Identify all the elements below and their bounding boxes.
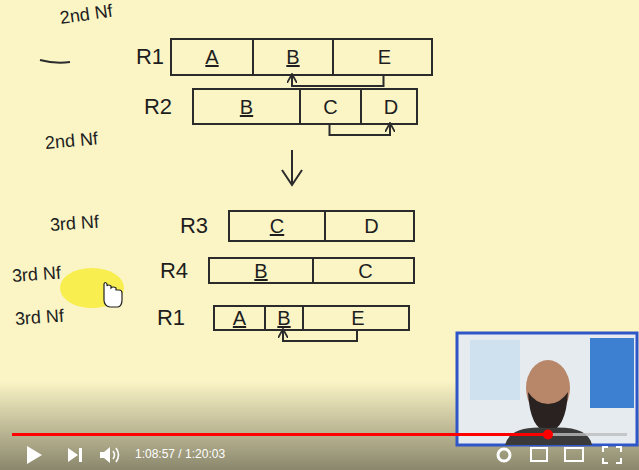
attribute-name: C bbox=[323, 97, 337, 117]
attribute-name: B bbox=[240, 97, 253, 117]
highlight-spot bbox=[60, 268, 124, 308]
normal-form-note: 3rd Nf bbox=[14, 306, 64, 330]
relation-name: R1 bbox=[157, 305, 185, 331]
next-icon bbox=[68, 448, 82, 462]
relation-table: R3CD bbox=[228, 210, 415, 242]
attribute-name: A bbox=[205, 47, 218, 67]
attribute-cell: D bbox=[324, 212, 417, 240]
normal-form-note: 3rd Nf bbox=[11, 263, 61, 287]
progress-played bbox=[12, 433, 548, 436]
attribute-cell: B bbox=[210, 259, 312, 282]
normal-form-note: 2nd Nf bbox=[59, 1, 114, 29]
relation-table: R1ABE bbox=[170, 38, 433, 76]
attribute-name: D bbox=[384, 97, 398, 117]
attribute-name: C bbox=[358, 261, 372, 281]
attribute-name: E bbox=[351, 308, 364, 328]
attribute-cell: A bbox=[172, 40, 252, 74]
attribute-name: B bbox=[254, 261, 267, 281]
attribute-cell: A bbox=[215, 307, 264, 329]
relation-table: R2BCD bbox=[192, 88, 418, 125]
fullscreen-icon bbox=[603, 447, 621, 463]
time-display: 1:08:57 / 1:20:03 bbox=[135, 447, 225, 461]
relation-name: R3 bbox=[180, 213, 208, 239]
miniplayer-icon bbox=[565, 448, 583, 461]
progress-knob bbox=[543, 430, 553, 440]
relation-name: R1 bbox=[136, 44, 164, 70]
webcam-person-body bbox=[505, 428, 592, 445]
webcam-poster bbox=[590, 338, 634, 408]
relation-table: R4BC bbox=[208, 257, 415, 284]
webcam-frame bbox=[457, 333, 637, 445]
webcam-poster bbox=[470, 340, 520, 400]
attribute-name: E bbox=[378, 47, 391, 67]
subtitles-icon bbox=[531, 448, 547, 461]
attribute-name: A bbox=[233, 308, 246, 328]
hand-cursor bbox=[104, 283, 122, 308]
play-icon bbox=[27, 446, 42, 464]
settings-icon bbox=[498, 449, 510, 461]
progress-track bbox=[12, 433, 627, 436]
volume-icon bbox=[100, 447, 110, 463]
attribute-name: B bbox=[277, 308, 290, 328]
normal-form-note: 2nd Nf bbox=[44, 128, 99, 154]
pen-stroke bbox=[40, 60, 70, 63]
attribute-name: B bbox=[286, 47, 299, 67]
attribute-cell: E bbox=[332, 40, 435, 74]
attribute-cell: B bbox=[194, 90, 299, 123]
relation-name: R2 bbox=[144, 94, 172, 120]
relation-name: R4 bbox=[160, 258, 188, 284]
volume-waves bbox=[113, 448, 119, 462]
attribute-cell: D bbox=[360, 90, 420, 123]
normal-form-note: 3rd Nf bbox=[49, 212, 99, 236]
attribute-name: D bbox=[364, 216, 378, 236]
attribute-cell: C bbox=[299, 90, 360, 123]
attribute-cell: C bbox=[230, 212, 324, 240]
webcam-person-beard bbox=[528, 392, 568, 432]
relation-table: R1ABE bbox=[213, 305, 410, 331]
down-arrow bbox=[282, 150, 302, 185]
attribute-cell: C bbox=[312, 259, 417, 282]
attribute-cell: B bbox=[264, 307, 302, 329]
attribute-cell: E bbox=[302, 307, 412, 329]
attribute-name: C bbox=[270, 216, 284, 236]
attribute-cell: B bbox=[252, 40, 332, 74]
